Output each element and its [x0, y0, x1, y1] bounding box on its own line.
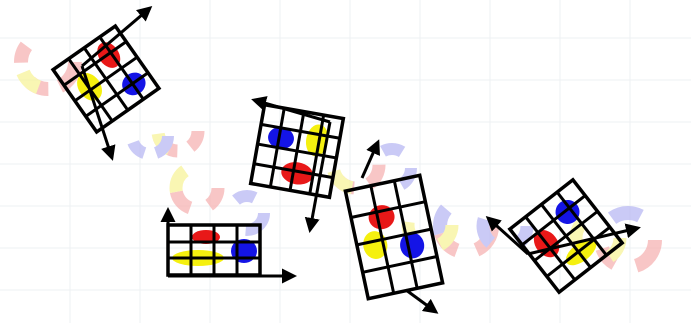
grid-frame-4 [345, 175, 442, 298]
arrow-head-icon [406, 290, 436, 312]
ring-4 [176, 167, 218, 209]
arrow-head-icon [254, 100, 330, 122]
grid-frame-3 [251, 105, 344, 198]
ring-3 [132, 118, 168, 154]
ring-11 [601, 213, 655, 267]
ring-6 [333, 142, 379, 188]
red-blob [366, 203, 396, 232]
